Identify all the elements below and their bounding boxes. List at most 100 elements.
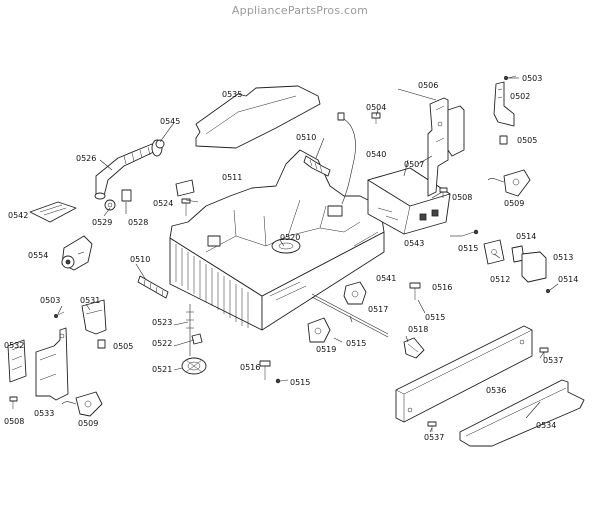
label-0514: 0514	[516, 232, 536, 241]
part-0513-housing	[521, 251, 547, 283]
label-0537: 0537	[543, 356, 563, 365]
part-0509-switch-lower	[61, 391, 103, 417]
part-0512-bracket	[483, 239, 505, 265]
watermark: AppliancePartsPros.com	[231, 4, 369, 17]
part-0529-clip	[104, 199, 116, 211]
part-0524-bracket	[175, 179, 195, 197]
label-0521: 0521	[152, 365, 172, 374]
part-0524-screw	[181, 198, 191, 216]
part-0506-bracket	[427, 97, 449, 197]
label-0502: 0502	[510, 92, 530, 101]
part-0508-screw-lower	[9, 396, 18, 409]
label-0554: 0554	[28, 251, 48, 260]
part-0522-clip	[191, 333, 203, 345]
label-0522: 0522	[152, 339, 172, 348]
label-0545: 0545	[160, 117, 180, 126]
label-0536: 0536	[486, 386, 506, 395]
label-0510: 0510	[296, 133, 316, 142]
part-0504-screw	[371, 112, 381, 124]
leader-lines	[57, 77, 559, 433]
label-0524: 0524	[153, 199, 173, 208]
part-0503-screw-upper	[503, 75, 517, 81]
label-0531: 0531	[80, 296, 100, 305]
label-0528: 0528	[128, 218, 148, 227]
label-0519: 0519	[316, 345, 336, 354]
label-0518: 0518	[408, 325, 428, 334]
label-0529: 0529	[92, 218, 112, 227]
part-0510-spring-upper	[303, 155, 331, 177]
part-0542-pad	[29, 201, 77, 223]
part-0505-clip-upper	[499, 135, 508, 145]
part-0503-screw-lower	[54, 311, 65, 318]
part-0507-panel	[447, 105, 465, 157]
part-0515-screw-top	[461, 229, 479, 237]
part-0516-screw-upper	[409, 282, 421, 300]
part-0531-bracket	[81, 299, 107, 335]
label-0532: 0532	[4, 341, 24, 350]
part-0516-screw-lower	[259, 360, 271, 380]
part-0518-knob	[403, 337, 425, 359]
part-0515-screw-lower	[275, 378, 281, 384]
part-0521-wheel	[181, 357, 207, 375]
label-0509: 0509	[504, 199, 524, 208]
part-0541-valve	[343, 281, 367, 305]
label-0513: 0513	[553, 253, 573, 262]
label-0541: 0541	[376, 274, 396, 283]
part-0528-clip	[121, 189, 132, 202]
label-0517: 0517	[368, 305, 388, 314]
label-0510: 0510	[130, 255, 150, 264]
label-0523: 0523	[152, 318, 172, 327]
part-0523-rod	[186, 304, 194, 356]
label-0505: 0505	[517, 136, 537, 145]
label-0516: 0516	[240, 363, 260, 372]
part-0537-screw-lower	[427, 421, 437, 432]
part-0535-cover-plate	[195, 85, 321, 149]
part-0511-base	[169, 149, 385, 331]
part-0502-bracket	[493, 81, 515, 127]
part-0519-sensor	[307, 317, 331, 343]
label-0508: 0508	[452, 193, 472, 202]
label-0542: 0542	[8, 211, 28, 220]
label-0505: 0505	[113, 342, 133, 351]
label-0520: 0520	[280, 233, 300, 242]
label-0535: 0535	[222, 90, 242, 99]
label-0515: 0515	[290, 378, 310, 387]
label-0543: 0543	[404, 239, 424, 248]
label-0509: 0509	[78, 419, 98, 428]
label-0526: 0526	[76, 154, 96, 163]
label-0504: 0504	[366, 103, 386, 112]
part-0509-switch-upper	[487, 169, 531, 197]
label-0514: 0514	[558, 275, 578, 284]
label-0537: 0537	[424, 433, 444, 442]
part-0532-plate	[7, 339, 27, 383]
label-0512: 0512	[490, 275, 510, 284]
part-0533-bracket	[35, 327, 69, 401]
part-0505-clip-lower	[97, 339, 106, 349]
label-0540: 0540	[366, 150, 386, 159]
parts-layer	[7, 75, 585, 447]
label-0515: 0515	[346, 339, 366, 348]
part-0554-pump	[61, 235, 93, 271]
label-0533: 0533	[34, 409, 54, 418]
label-0515: 0515	[425, 313, 445, 322]
label-0503: 0503	[522, 74, 542, 83]
part-labels: 0503 0502 0505 0506 0504 0535 0545 0510 …	[4, 74, 578, 442]
label-0534: 0534	[536, 421, 556, 430]
part-0536-toe-kick	[395, 325, 533, 423]
part-0510-spring-lower	[137, 275, 169, 299]
label-0503: 0503	[40, 296, 60, 305]
part-0526-hose	[94, 139, 163, 200]
part-0517-rod	[311, 293, 389, 338]
part-0545-clamp	[155, 139, 165, 149]
part-0540-cable	[337, 112, 356, 205]
part-0534-panel	[459, 379, 585, 447]
label-0515: 0515	[458, 244, 478, 253]
label-0506: 0506	[418, 81, 438, 90]
label-0516: 0516	[432, 283, 452, 292]
label-0511: 0511	[222, 173, 242, 182]
label-0508: 0508	[4, 417, 24, 426]
part-0514-screw	[546, 288, 551, 293]
part-0508-screw-upper	[439, 187, 448, 198]
